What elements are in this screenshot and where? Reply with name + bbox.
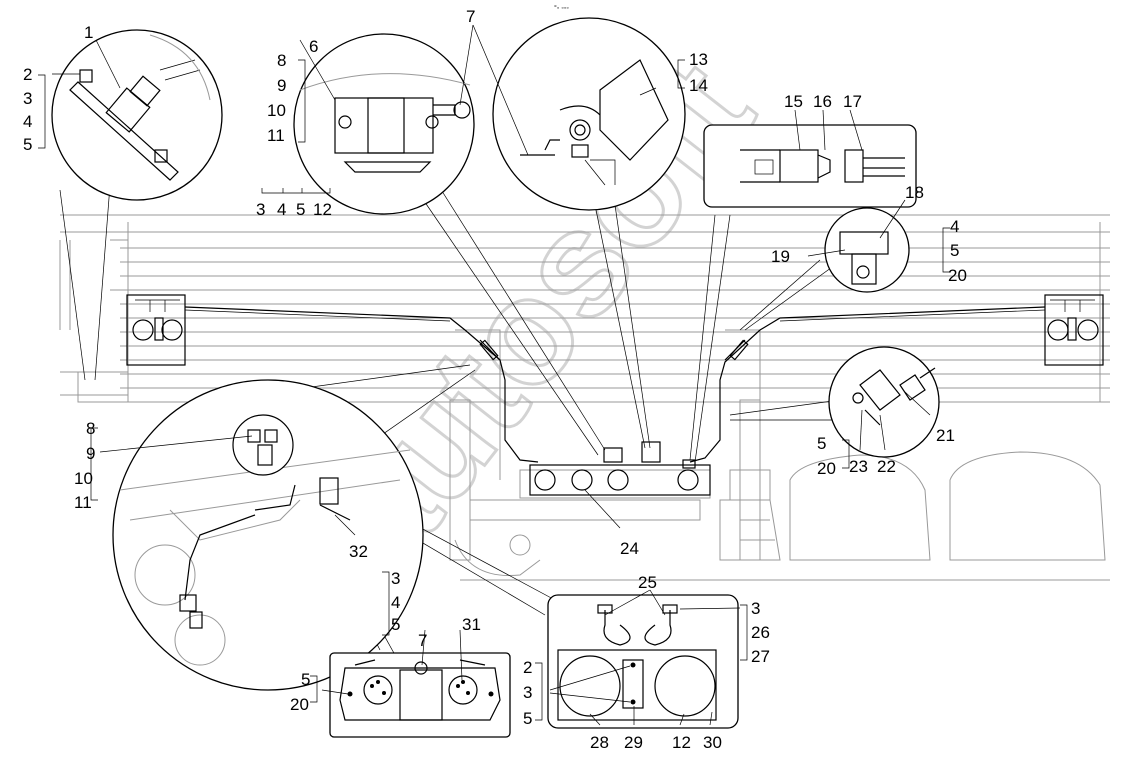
detail-circle-clamp bbox=[824, 207, 910, 293]
label-5: 5 bbox=[296, 200, 305, 219]
label-5: 5 bbox=[391, 615, 400, 634]
label-17: 17 bbox=[843, 92, 862, 111]
right-tail-lamp bbox=[1044, 294, 1104, 366]
label-21: 21 bbox=[936, 426, 955, 445]
label-28: 28 bbox=[590, 733, 609, 752]
label-11: 11 bbox=[74, 493, 92, 512]
callout-labels: 1 2 3 4 5 6 7 8 9 10 11 3 4 5 12 13 14 1… bbox=[23, 7, 967, 752]
label-8: 8 bbox=[86, 419, 95, 438]
detail-circle-lamp-mount bbox=[492, 17, 686, 211]
label-22: 22 bbox=[877, 457, 896, 476]
label-1: 1 bbox=[84, 23, 93, 42]
label-7: 7 bbox=[418, 631, 427, 650]
label-5: 5 bbox=[817, 434, 826, 453]
label-31: 31 bbox=[462, 615, 481, 634]
label-3: 3 bbox=[23, 89, 32, 108]
label-26: 26 bbox=[751, 623, 770, 642]
label-9: 9 bbox=[277, 76, 286, 95]
vehicle-body bbox=[59, 214, 1110, 581]
label-29: 29 bbox=[624, 733, 643, 752]
label-8: 8 bbox=[277, 51, 286, 70]
label-3: 3 bbox=[391, 569, 400, 588]
label-10: 10 bbox=[74, 469, 93, 488]
label-20: 20 bbox=[817, 459, 836, 478]
label-24: 24 bbox=[620, 539, 639, 558]
label-5: 5 bbox=[950, 241, 959, 260]
detail-circle-connector bbox=[293, 33, 475, 215]
label-20: 20 bbox=[948, 266, 967, 285]
label-3: 3 bbox=[523, 683, 532, 702]
label-4: 4 bbox=[23, 112, 32, 131]
label-16: 16 bbox=[813, 92, 832, 111]
label-2: 2 bbox=[23, 65, 32, 84]
label-20: 20 bbox=[290, 695, 309, 714]
label-6: 6 bbox=[309, 37, 318, 56]
leader-lines bbox=[59, 179, 845, 656]
label-23: 23 bbox=[849, 457, 868, 476]
label-19: 19 bbox=[771, 247, 790, 266]
label-5: 5 bbox=[23, 135, 32, 154]
detail-circle-connector-right bbox=[828, 346, 940, 458]
label-4: 4 bbox=[277, 200, 286, 219]
label-10: 10 bbox=[267, 101, 286, 120]
label-12: 12 bbox=[313, 200, 332, 219]
detail-circle-frame bbox=[112, 379, 424, 691]
label-32: 32 bbox=[349, 542, 368, 561]
detail-box-plug bbox=[703, 124, 917, 208]
label-12: 12 bbox=[672, 733, 691, 752]
label-25: 25 bbox=[638, 573, 657, 592]
brackets bbox=[38, 24, 950, 726]
label-3: 3 bbox=[256, 200, 265, 219]
detail-box-lamp-back bbox=[329, 652, 511, 738]
label-11: 11 bbox=[267, 126, 285, 145]
label-7: 7 bbox=[466, 7, 475, 26]
label-18: 18 bbox=[905, 183, 924, 202]
label-14: 14 bbox=[689, 76, 708, 95]
header-mark: °◦ ◦◦◦ bbox=[554, 4, 569, 12]
detail-circle-sensor bbox=[51, 29, 223, 201]
label-4: 4 bbox=[950, 217, 959, 236]
label-15: 15 bbox=[784, 92, 803, 111]
label-4: 4 bbox=[391, 593, 400, 612]
rear-bumper-lamps bbox=[529, 441, 711, 496]
wiring-harness bbox=[184, 306, 1046, 463]
left-tail-lamp bbox=[126, 294, 186, 366]
label-5: 5 bbox=[523, 709, 532, 728]
detail-box-lamp-front bbox=[547, 594, 739, 729]
label-2: 2 bbox=[523, 658, 532, 677]
label-13: 13 bbox=[689, 50, 708, 69]
label-30: 30 bbox=[703, 733, 722, 752]
label-27: 27 bbox=[751, 647, 770, 666]
label-3: 3 bbox=[751, 599, 760, 618]
label-5: 5 bbox=[301, 670, 310, 689]
label-9: 9 bbox=[86, 444, 95, 463]
